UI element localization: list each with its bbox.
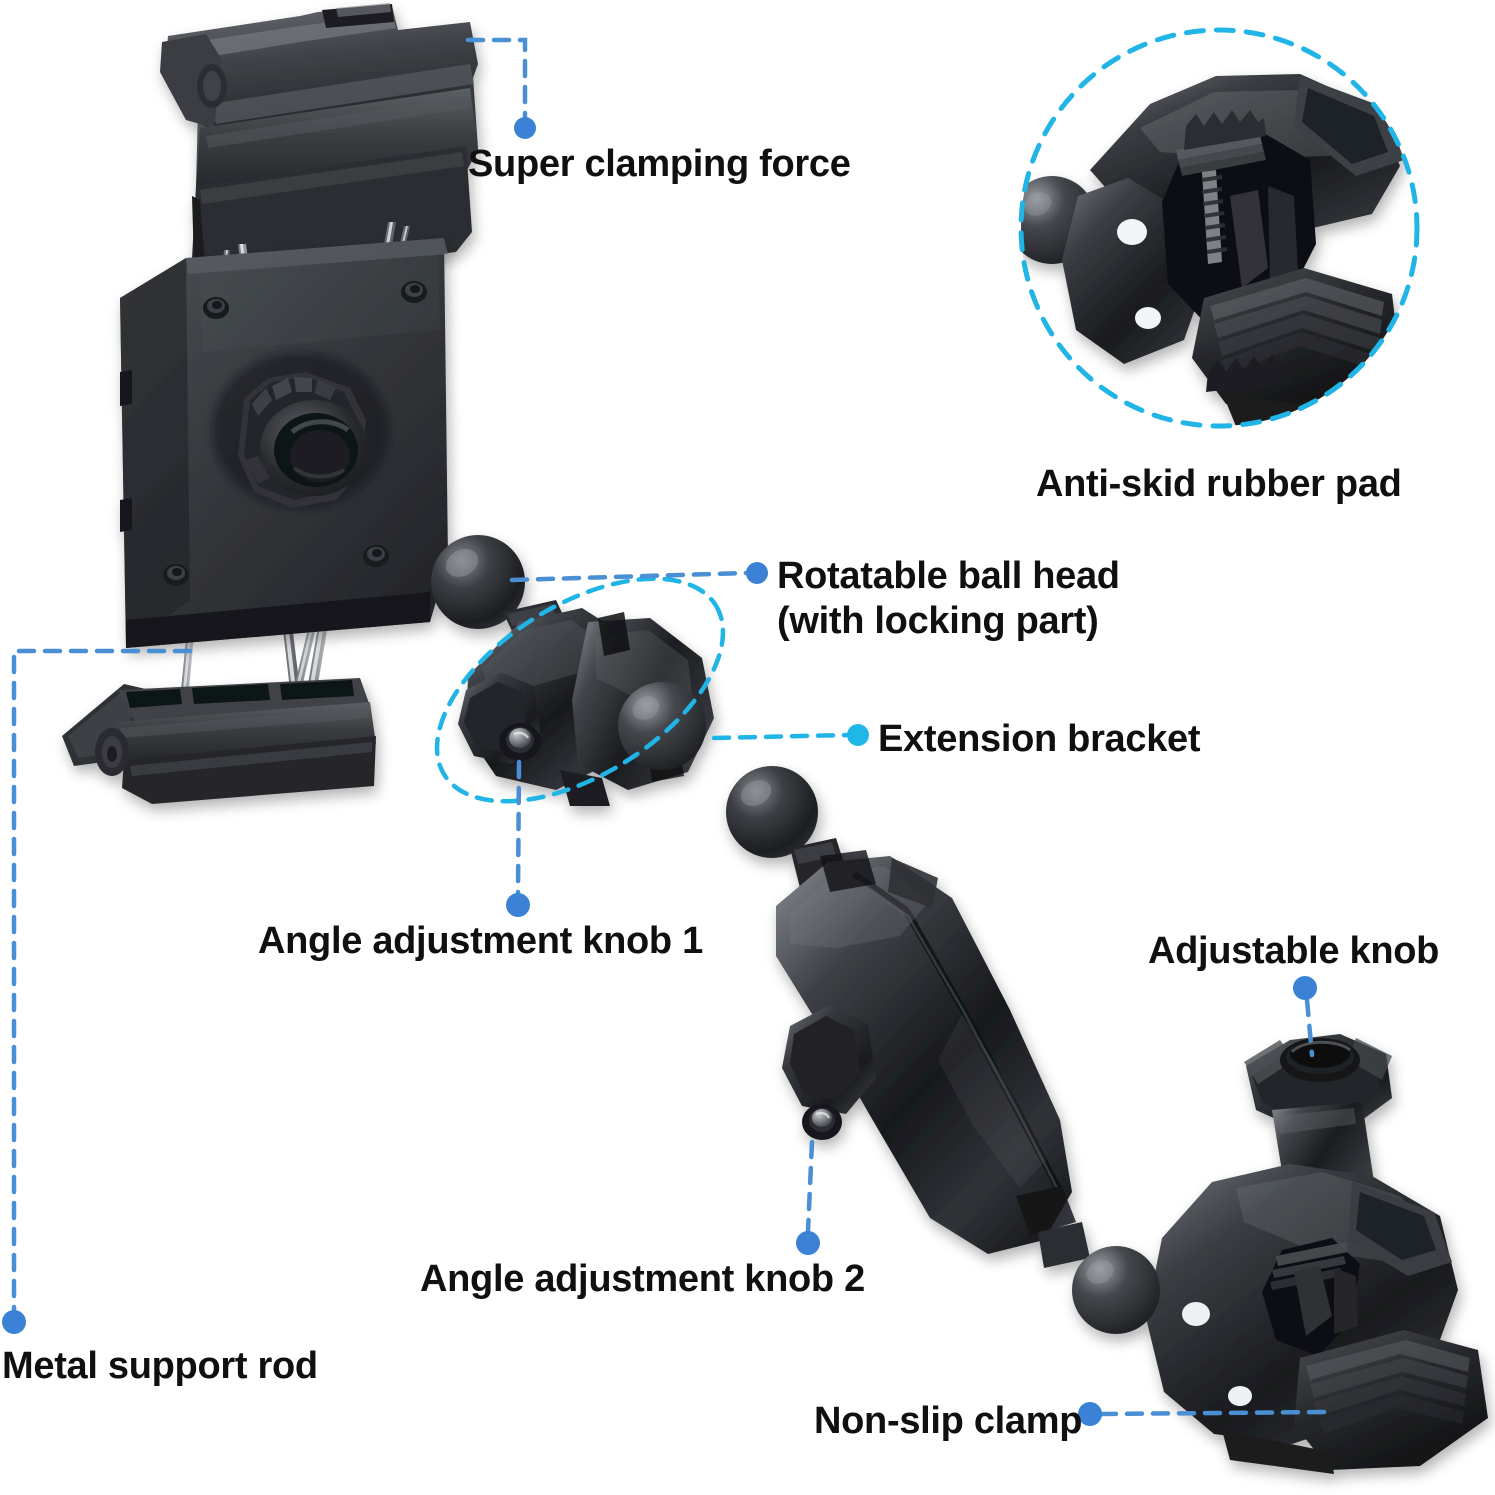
callout-rotatable-ball-head	[509, 562, 768, 584]
detail-circle	[1018, 27, 1420, 429]
lower-clamp-foot	[62, 678, 376, 804]
support-rods-rear	[180, 226, 410, 700]
ball-head-double	[431, 535, 714, 806]
anti-skid-rubber-pad-part	[1294, 1330, 1488, 1470]
extension-arm	[726, 766, 1090, 1268]
clamp-teeth-upper	[1270, 1242, 1348, 1290]
upper-clamp-arm	[160, 3, 478, 282]
callout-extension-bracket	[711, 724, 869, 746]
callout-adjustable-knob	[1293, 976, 1317, 1058]
plate-screws	[163, 281, 427, 586]
callout-angle-adjustment-knob-1	[506, 759, 530, 917]
callout-metal-support-rod	[2, 648, 193, 1334]
callout-non-slip-clamp	[1078, 1402, 1333, 1426]
ball-socket-collar	[238, 372, 368, 508]
serration-upper	[1176, 110, 1266, 176]
label-metal-support-rod: Metal support rod	[2, 1345, 318, 1387]
label-rotatable-ball-head: Rotatable ball head (with locking part)	[777, 555, 1120, 644]
callout-super-clamping-force	[465, 37, 536, 139]
adjustable-knob	[1244, 1034, 1392, 1196]
label-rotatable-ball-head-line2: (with locking part)	[777, 600, 1099, 643]
rubber-ribs	[1192, 268, 1400, 406]
base-clamp	[1072, 1034, 1488, 1474]
back-plate	[120, 238, 448, 648]
label-angle-adjustment-knob-1: Angle adjustment knob 1	[258, 920, 703, 962]
detail-circle-outline	[1018, 27, 1420, 429]
support-rods	[238, 222, 396, 690]
callout-angle-adjustment-knob-2	[796, 1139, 820, 1255]
label-non-slip-clamp: Non-slip clamp	[814, 1400, 1083, 1442]
label-anti-skid-rubber-pad: Anti-skid rubber pad	[1036, 463, 1402, 505]
label-rotatable-ball-head-line1: Rotatable ball head	[777, 555, 1120, 597]
screw-thread	[1201, 170, 1228, 264]
ball-head-highlight-oval	[434, 576, 726, 804]
label-super-clamping-force: Super clamping force	[468, 143, 851, 185]
label-angle-adjustment-knob-2: Angle adjustment knob 2	[420, 1258, 865, 1300]
label-adjustable-knob: Adjustable knob	[1148, 930, 1440, 972]
label-extension-bracket: Extension bracket	[878, 718, 1201, 760]
